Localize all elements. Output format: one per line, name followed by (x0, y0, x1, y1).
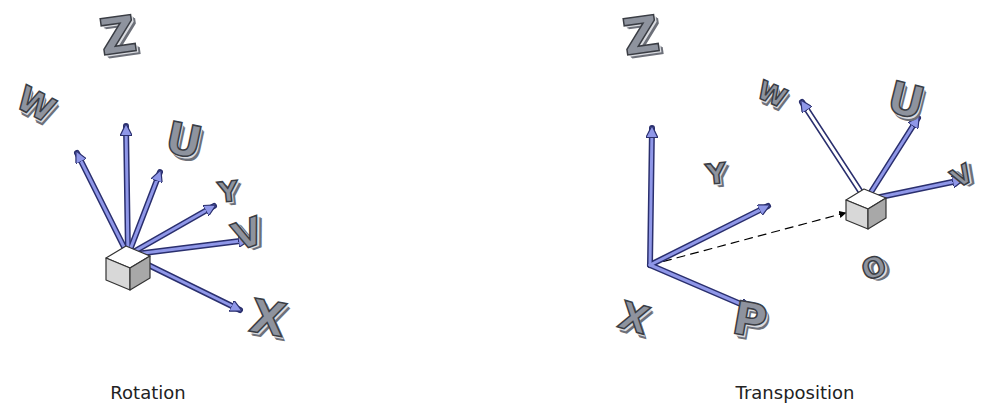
axis-letter: U (882, 71, 929, 129)
axis-letter: X (614, 293, 654, 343)
axis-letter: Z (619, 5, 663, 67)
axis-letter: Y (216, 175, 240, 210)
axis-letter: O (857, 248, 891, 287)
axis-letter: U (161, 111, 207, 168)
cube (106, 246, 150, 290)
axis-letter: W (753, 74, 791, 113)
transposition-axes (650, 102, 962, 308)
figure-caption: Rotation (110, 382, 185, 403)
cube (846, 189, 886, 229)
axis-letter: W (10, 78, 62, 131)
axis-letter: X (246, 288, 290, 347)
figure-caption: Transposition (736, 382, 855, 403)
axis-letter: V (227, 208, 270, 259)
axis-letter: Z (96, 5, 140, 67)
axis-letter: V (946, 158, 978, 194)
axis-letter: Y (704, 157, 728, 192)
